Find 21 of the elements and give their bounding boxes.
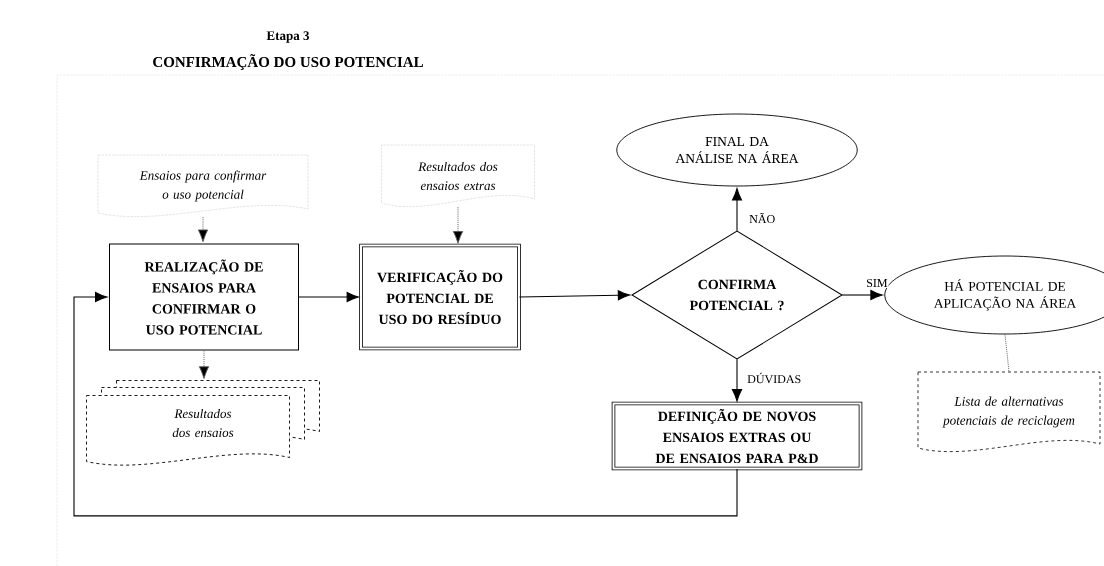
arrow [298, 291, 359, 303]
process-box: DEFINIÇÃO DE NOVOS ENSAIOS EXTRAS OU DE ENSAIOS PARA P&D [611, 401, 863, 471]
arrow [731, 358, 743, 402]
document-stack: Resultados dos ensaios [86, 380, 320, 466]
arrow [731, 188, 743, 232]
arrow [841, 289, 883, 301]
arrow [452, 206, 464, 244]
edge-label: DÚVIDAS [746, 371, 803, 385]
step-label: Etapa 3 [266, 31, 310, 43]
process-box: REALIZAÇÃO DE ENSAIOS PARA CONFIRMAR O USO POTENCIAL [109, 243, 299, 351]
arrow [198, 350, 210, 379]
arrow [518, 290, 631, 301]
arrow [73, 291, 738, 517]
process-box: VERIFICAÇÃO DO POTENCIAL DE USO DO RESÍDUO [359, 243, 521, 351]
arrow [197, 216, 209, 243]
title: CONFIRMAÇÃO DO USO POTENCIAL [153, 54, 423, 70]
edge-label: SIM [865, 277, 889, 289]
note-document: Ensaios para confirmar o uso potencial [97, 154, 309, 217]
note-document: Lista de alternativas potenciais de reciclagem [917, 371, 1101, 452]
edge-label: NÃO [748, 211, 777, 225]
note-document: Resultados dos ensaios extras [381, 144, 535, 207]
